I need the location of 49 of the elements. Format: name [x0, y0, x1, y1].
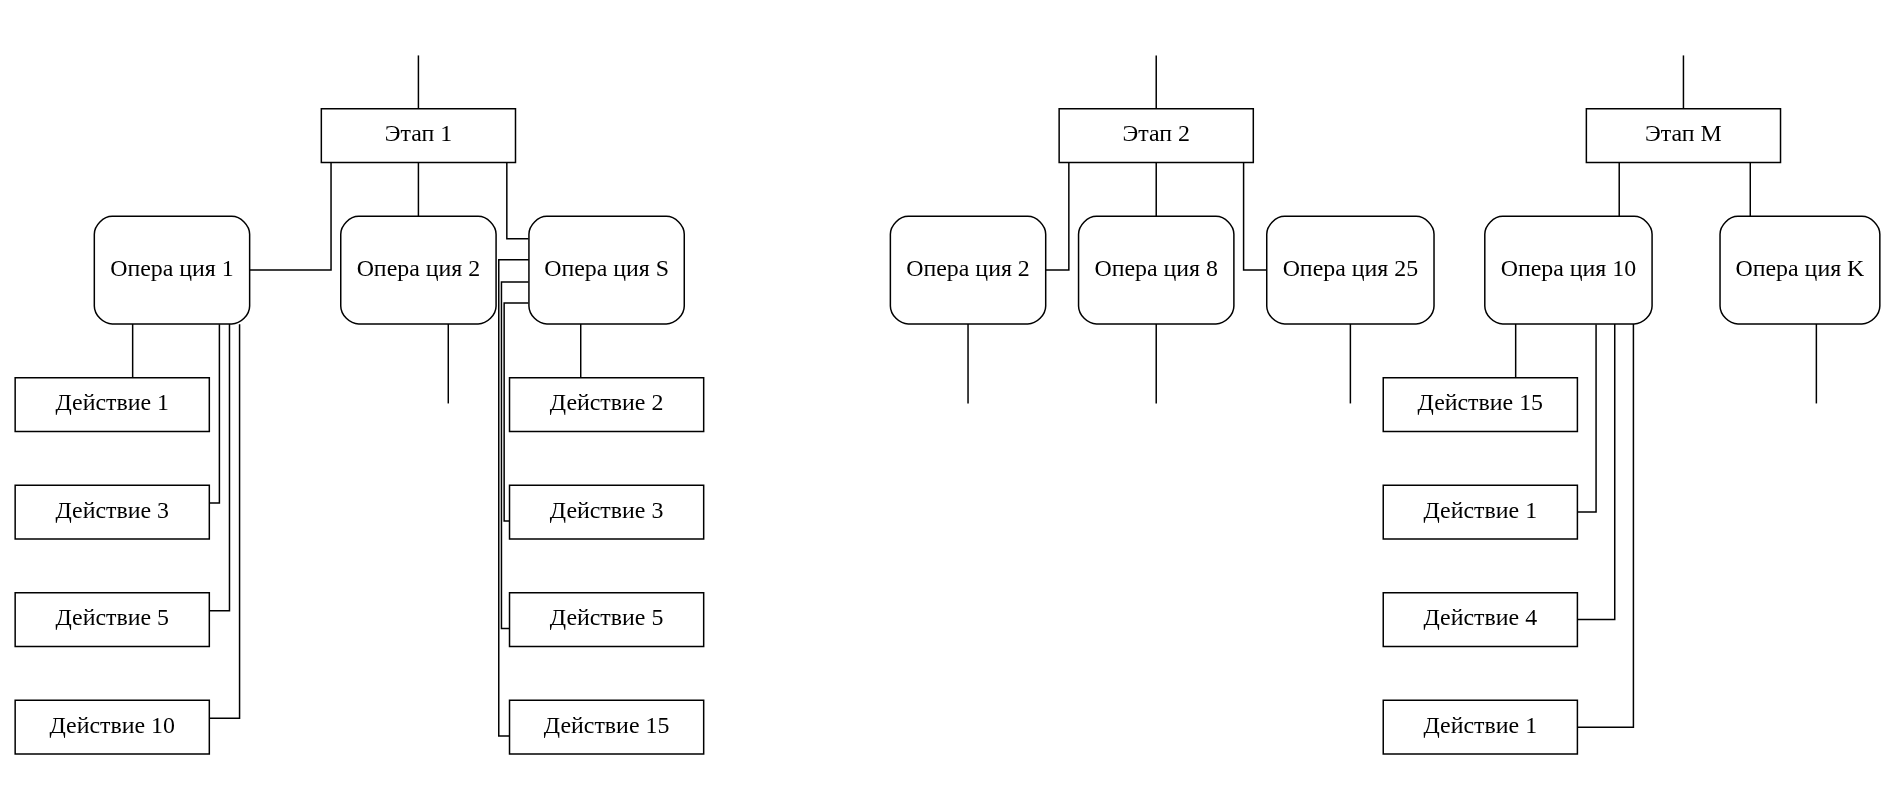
- node-box: Опера ция 25: [1266, 215, 1435, 325]
- node-box: Опера ция 10: [1484, 215, 1653, 325]
- connector: [1514, 323, 1517, 379]
- node-box: Действие 3: [14, 484, 211, 540]
- connector: [967, 323, 969, 405]
- node-box: Действие 4: [1382, 591, 1579, 648]
- connector: [1155, 323, 1157, 405]
- connector: [498, 258, 530, 737]
- connector: [506, 162, 530, 240]
- node-box: Этап 2: [1058, 108, 1255, 164]
- node-box: Действие 1: [1382, 484, 1579, 540]
- connector: [1155, 162, 1157, 218]
- connector: [208, 323, 241, 719]
- connector: [208, 323, 231, 612]
- connector: [500, 281, 530, 630]
- node-box: Действие 3: [508, 484, 705, 540]
- connector: [208, 323, 221, 504]
- node-box: Действие 5: [14, 591, 211, 648]
- connector: [1577, 323, 1616, 621]
- connector: [1618, 162, 1620, 218]
- node-box: Опера ция 2: [889, 215, 1047, 325]
- connector: [579, 323, 582, 379]
- connector: [1155, 54, 1157, 110]
- node-box: Этап 1: [320, 108, 517, 164]
- node-box: Опера ция 2: [340, 215, 497, 325]
- node-box: Действие 15: [508, 699, 705, 755]
- node-box: Действие 15: [1382, 376, 1579, 433]
- connector: [131, 323, 134, 379]
- node-box: Действие 5: [508, 591, 705, 648]
- connector: [1815, 323, 1818, 405]
- connector: [447, 323, 450, 405]
- node-box: Действие 1: [14, 376, 211, 433]
- connector: [1576, 323, 1597, 513]
- connector: [1349, 323, 1352, 405]
- connector: [417, 54, 420, 110]
- connector: [248, 162, 332, 271]
- node-box: Действие 10: [14, 699, 211, 755]
- connector: [1682, 54, 1685, 110]
- connector: [1576, 323, 1635, 728]
- node-box: Опера ция 8: [1077, 215, 1235, 325]
- node-box: Этап М: [1585, 108, 1782, 164]
- node-box: Опера ция K: [1719, 215, 1881, 325]
- node-box: Действие 1: [1382, 699, 1579, 755]
- connector: [503, 302, 530, 522]
- connector: [417, 162, 420, 218]
- connector: [1749, 162, 1752, 218]
- node-box: Опера ция S: [528, 215, 685, 325]
- node-box: Действие 2: [508, 376, 705, 433]
- node-box: Опера ция 1: [93, 215, 251, 325]
